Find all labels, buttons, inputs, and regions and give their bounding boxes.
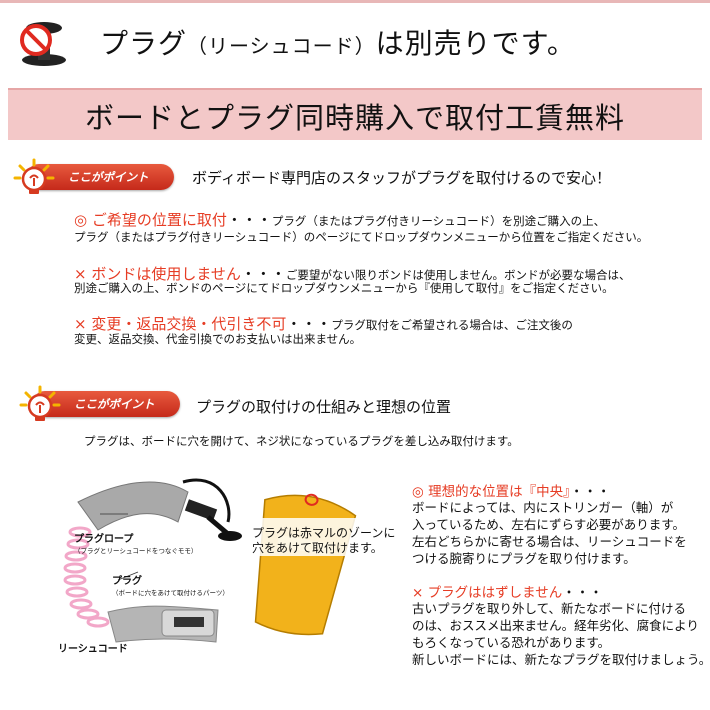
point-install-position: ◎ ご希望の位置に取付・・・プラグ（またはプラグ付きリーシュコード）を別途ご購入… — [74, 211, 606, 229]
no-removal-line: もろくなっている恐れがあります。 — [412, 635, 611, 650]
ideal-position-line: つける腕寄りにプラグを取り付けます。 — [412, 551, 636, 566]
label-plug-rope-sub: （プラグとリーシュコードをつなぐモモ） — [74, 547, 198, 555]
banner-top-line — [8, 88, 702, 90]
no-removal-line: 新しいボードには、新たなプラグを取付けましょう。 — [412, 652, 710, 667]
ideal-position-line: 左右どちらかに寄せる場合は、リーシュコードを — [412, 534, 687, 549]
point-badge-1: ここがポイント — [12, 158, 182, 194]
no-removal-line: 古いプラグを取り外して、新たなボードに付ける — [412, 601, 687, 616]
label-plug-sub: （ボードに穴をあけて取付けるパーツ） — [112, 589, 229, 597]
point-no-change-detail: 変更、返品交換、代金引換でのお支払いは出来ません。 — [74, 332, 362, 346]
lightbulb-icon — [13, 158, 55, 194]
top-border — [0, 0, 710, 3]
leash-plug-diagram — [63, 478, 396, 643]
diagram-note-line2: 穴をあけて取付けます。 — [252, 541, 383, 555]
lightbulb-icon — [19, 385, 61, 421]
ideal-position-line: 入っているため、左右にずらす必要があります。 — [412, 517, 686, 532]
point-badge-2: ここがポイント — [18, 385, 188, 421]
diagram-note-line1: プラグは赤マルのゾーンに — [252, 526, 396, 540]
section2-title: プラグの取付けの仕組みと理想の位置 — [196, 398, 452, 416]
point-no-change: × 変更・返品交換・代引き不可・・・プラグ取付をご希望される場合は、ご注文後の — [74, 315, 573, 333]
section2-intro: プラグは、ボードに穴を開けて、ネジ状になっているプラグを差し込み取付けます。 — [84, 434, 519, 448]
separate-sale-notice: プラグ（リーシュコード）は別売りです。 — [100, 27, 576, 60]
label-plug-rope: プラグロープ — [74, 534, 134, 545]
point-no-bond-detail: 別途ご購入の上、ボンドのページにてドロップダウンメニューから『使用して取付』をご… — [74, 281, 614, 295]
free-install-banner — [8, 88, 702, 140]
label-leash: リーシュコード — [58, 644, 128, 655]
point-install-position-detail: プラグ（またはプラグ付きリーシュコード）のページにてドロップダウンメニューから位… — [74, 230, 649, 244]
label-plug: プラグ — [112, 576, 142, 587]
no-plug-icon — [20, 22, 66, 66]
ideal-position-line: ボードによっては、内にストリンガー（軸）が — [412, 500, 674, 515]
banner-text: ボードとプラグ同時購入で取付工賃無料 — [84, 101, 625, 135]
section1-title: ボディボード専門店のスタッフがプラグを取付けるので安心！ — [192, 169, 611, 187]
no-removal-line: のは、おススメ出来ません。経年劣化、腐食により — [412, 618, 699, 633]
no-removal-heading: × プラグははずしません・・・ — [412, 585, 603, 601]
ideal-position-heading: ◎ 理想的な位置は『中央』・・・ — [412, 484, 611, 500]
point-no-bond: × ボンドは使用しません・・・ご要望がない限りボンドは使用しません。ボンドが必要… — [74, 265, 631, 283]
